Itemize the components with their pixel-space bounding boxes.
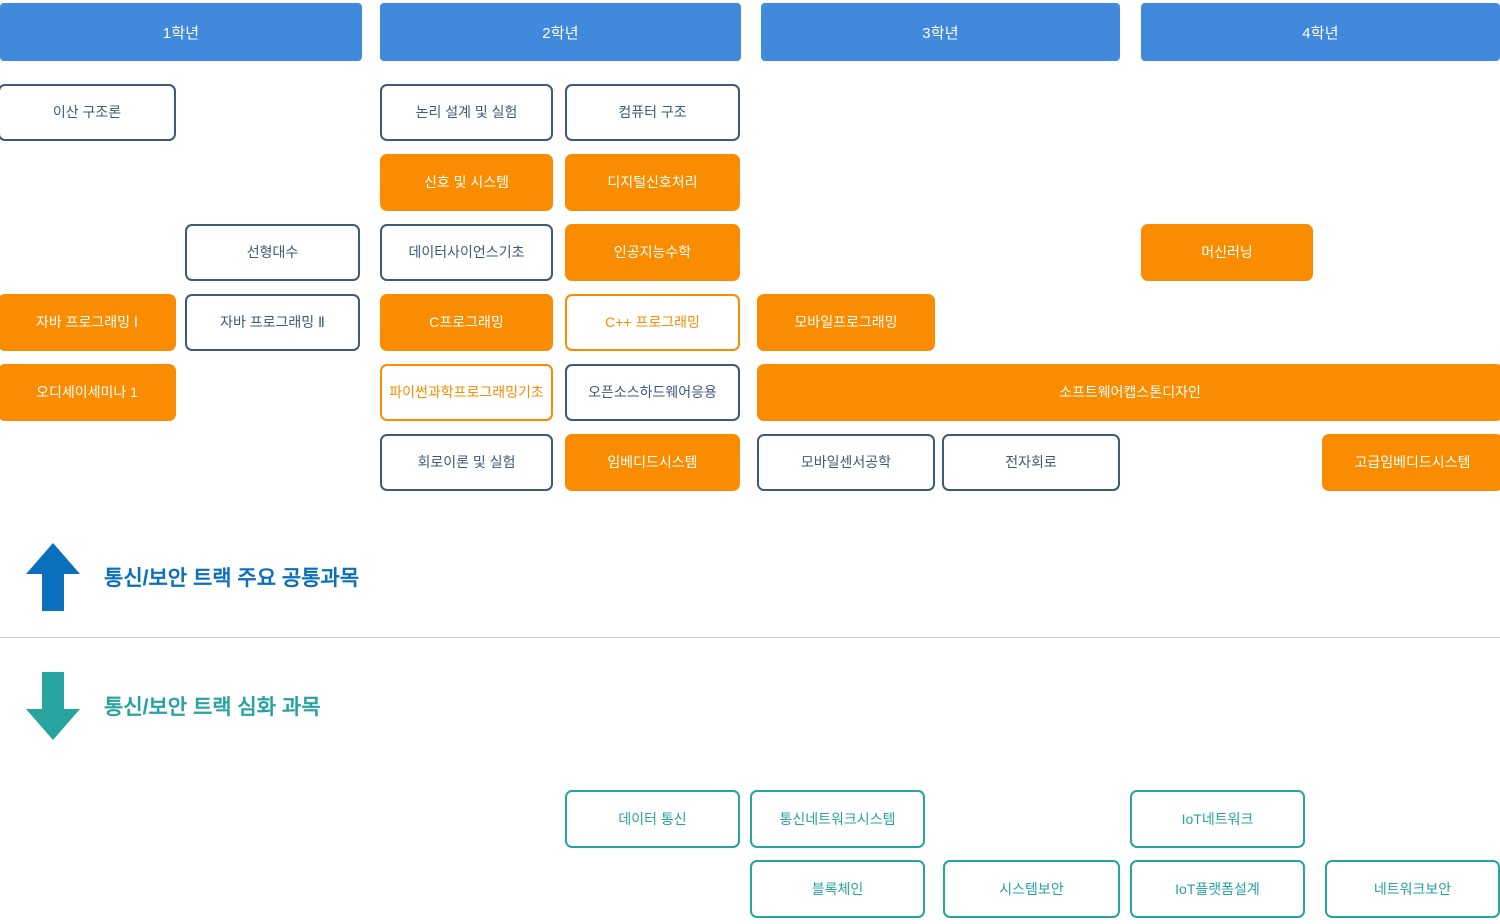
course-box[interactable]: 모바일프로그래밍 [757, 294, 935, 351]
year-header-1: 1학년 [0, 3, 362, 61]
course-box[interactable]: 파이썬과학프로그래밍기초 [380, 364, 553, 421]
course-box[interactable]: 머신러닝 [1141, 224, 1313, 281]
track-course-box[interactable]: IoT플랫폼설계 [1130, 860, 1305, 918]
course-box[interactable]: 오디세이세미나 1 [0, 364, 176, 421]
course-box[interactable]: 임베디드시스템 [565, 434, 740, 491]
legend-advanced-track: 통신/보안 트랙 심화 과목 [24, 670, 321, 742]
course-box[interactable]: 신호 및 시스템 [380, 154, 553, 211]
track-course-box[interactable]: 데이터 통신 [565, 790, 740, 848]
course-box[interactable]: 고급임베디드시스템 [1322, 434, 1500, 491]
course-box[interactable]: C++ 프로그래밍 [565, 294, 740, 351]
course-box[interactable]: 이산 구조론 [0, 84, 176, 141]
track-course-box[interactable]: 블록체인 [750, 860, 925, 918]
legend-advanced-track-label: 통신/보안 트랙 심화 과목 [104, 696, 321, 719]
track-course-box[interactable]: 통신네트워크시스템 [750, 790, 925, 848]
year-header-4: 4학년 [1141, 3, 1500, 61]
arrow-up-icon [24, 541, 82, 613]
section-divider [0, 637, 1500, 638]
course-box[interactable]: 자바 프로그래밍 Ⅰ [0, 294, 176, 351]
course-box[interactable]: C프로그래밍 [380, 294, 553, 351]
course-box[interactable]: 모바일센서공학 [757, 434, 935, 491]
course-box[interactable]: 소프트웨어캡스톤디자인 [757, 364, 1500, 421]
arrow-down-icon [24, 670, 82, 742]
track-course-box[interactable]: 네트워크보안 [1325, 860, 1500, 918]
course-box[interactable]: 자바 프로그래밍 Ⅱ [185, 294, 360, 351]
course-box[interactable]: 회로이론 및 실험 [380, 434, 553, 491]
course-box[interactable]: 데이터사이언스기초 [380, 224, 553, 281]
year-header-3: 3학년 [761, 3, 1120, 61]
legend-common-track-label: 통신/보안 트랙 주요 공통과목 [104, 567, 360, 590]
course-box[interactable]: 선형대수 [185, 224, 360, 281]
track-course-box[interactable]: IoT네트워크 [1130, 790, 1305, 848]
legend-common-track: 통신/보안 트랙 주요 공통과목 [24, 541, 359, 613]
course-box[interactable]: 디지털신호처리 [565, 154, 740, 211]
track-course-box[interactable]: 시스템보안 [943, 860, 1120, 918]
course-box[interactable]: 컴퓨터 구조 [565, 84, 740, 141]
course-box[interactable]: 논리 설계 및 실험 [380, 84, 553, 141]
course-box[interactable]: 전자회로 [942, 434, 1120, 491]
course-box[interactable]: 인공지능수학 [565, 224, 740, 281]
year-header-2: 2학년 [380, 3, 741, 61]
course-box[interactable]: 오픈소스하드웨어응용 [565, 364, 740, 421]
